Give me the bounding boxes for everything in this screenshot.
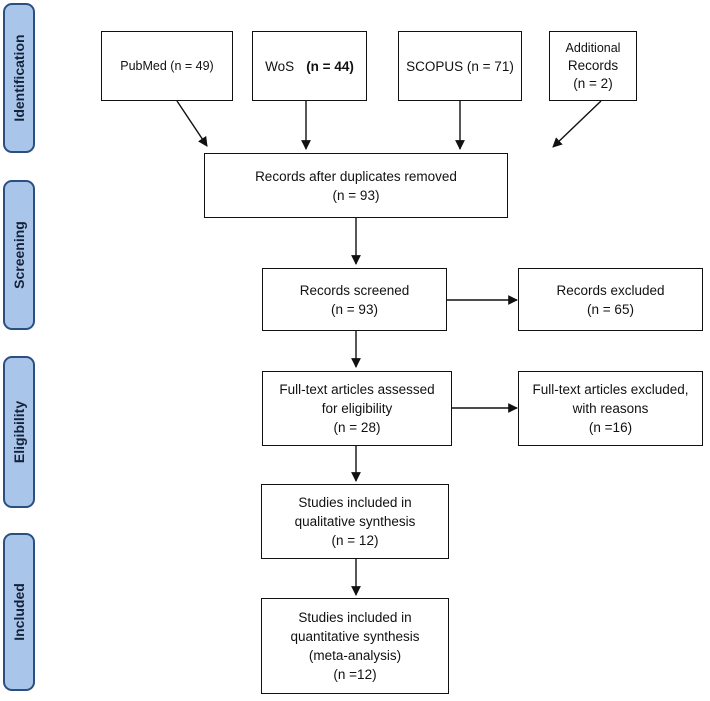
qualitative-synthesis-line2: qualitative synthesis xyxy=(294,514,416,529)
qualitative-synthesis-box: Studies included in qualitative synthesi… xyxy=(261,484,449,559)
fulltext-excluded-line3: (n =16) xyxy=(588,420,633,435)
phase-screening: Screening xyxy=(3,180,35,330)
fulltext-assessed-line1: Full-text articles assessed xyxy=(279,382,435,397)
source-scopus-text: SCOPUS (n = 71) xyxy=(406,58,514,74)
records-screened-line1: Records screened xyxy=(299,282,410,298)
source-additional-line3: (n = 2) xyxy=(573,76,613,91)
fulltext-assessed-line2: for eligibility xyxy=(321,401,393,416)
records-after-duplicates-box: Records after duplicates removed (n = 93… xyxy=(204,153,508,218)
records-screened-box: Records screened (n = 93) xyxy=(262,268,447,331)
records-after-duplicates-line1: Records after duplicates removed xyxy=(255,168,457,184)
phase-included: Included xyxy=(3,533,35,691)
quantitative-synthesis-line3: (meta-analysis) xyxy=(308,648,402,663)
source-pubmed-box: PubMed (n = 49) xyxy=(101,31,233,101)
fulltext-excluded-line2: with reasons xyxy=(572,401,649,416)
arrow-additional-to-duplicates xyxy=(552,100,602,148)
records-excluded-line1: Records excluded xyxy=(556,282,665,298)
phase-identification: Identification xyxy=(3,3,35,153)
qualitative-synthesis-line1: Studies included in xyxy=(298,495,412,510)
source-wos-count: (n = 44) xyxy=(306,58,354,74)
fulltext-excluded-box: Full-text articles excluded, with reason… xyxy=(518,371,703,446)
quantitative-synthesis-box: Studies included in quantitative synthes… xyxy=(261,598,449,694)
phase-identification-label: Identification xyxy=(11,34,27,122)
source-pubmed-text: PubMed (n = 49) xyxy=(120,58,214,73)
records-excluded-box: Records excluded (n = 65) xyxy=(518,268,703,331)
source-scopus-box: SCOPUS (n = 71) xyxy=(398,31,522,101)
phase-eligibility: Eligibility xyxy=(3,356,35,508)
arrow-pubmed-to-duplicates xyxy=(176,100,208,147)
phase-eligibility-label: Eligibility xyxy=(11,400,27,464)
records-screened-line2: (n = 93) xyxy=(331,301,378,317)
quantitative-synthesis-line1: Studies included in xyxy=(298,610,412,625)
qualitative-synthesis-line3: (n = 12) xyxy=(331,533,379,548)
records-excluded-line2: (n = 65) xyxy=(587,301,634,317)
quantitative-synthesis-line4: (n =12) xyxy=(333,667,377,682)
fulltext-excluded-line1: Full-text articles excluded, xyxy=(532,382,689,397)
source-additional-box: Additional Records (n = 2) xyxy=(549,31,637,101)
fulltext-assessed-box: Full-text articles assessed for eligibil… xyxy=(262,371,452,446)
source-additional-line2: Records xyxy=(567,58,619,73)
source-additional-line1: Additional xyxy=(565,41,621,55)
phase-included-label: Included xyxy=(11,583,27,641)
source-wos-box: WoS (n = 44) xyxy=(252,31,367,101)
quantitative-synthesis-line2: quantitative synthesis xyxy=(290,629,420,644)
source-wos-name: WoS xyxy=(265,58,295,74)
fulltext-assessed-line3: (n = 28) xyxy=(333,420,381,435)
records-after-duplicates-line2: (n = 93) xyxy=(332,187,380,203)
phase-screening-label: Screening xyxy=(11,221,27,289)
